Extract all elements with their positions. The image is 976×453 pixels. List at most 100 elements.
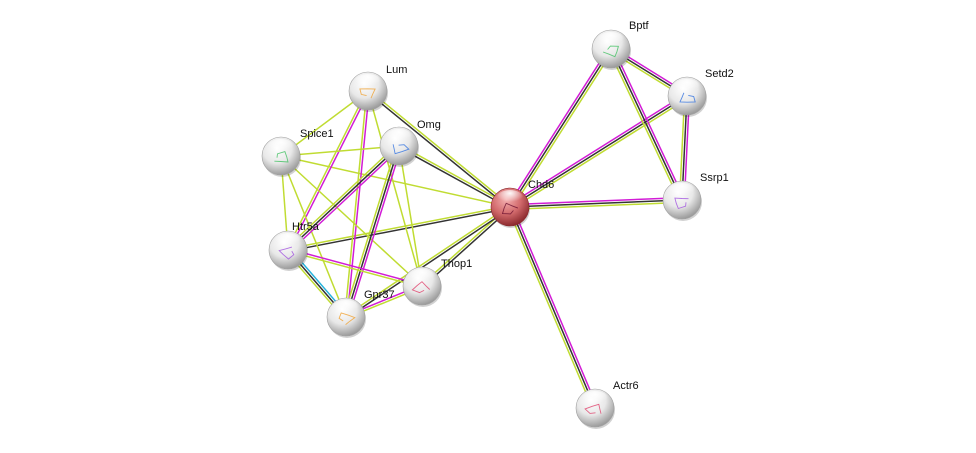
node-highlight: [385, 129, 413, 145]
edge-evidence-textmining: [280, 155, 347, 318]
edge-omg-htr5a[interactable]: [285, 143, 402, 253]
edge-spice1-gpr37[interactable]: [280, 155, 347, 318]
edge-evidence-textmining: [511, 49, 614, 209]
edge-evidence-textmining: [367, 90, 423, 287]
edge-evidence-coexpression: [509, 48, 612, 208]
node-label: Htr5a: [292, 221, 320, 233]
protein-structure-icon: [392, 144, 410, 155]
node-highlight: [673, 79, 701, 95]
edge-evidence-textmining: [280, 155, 423, 287]
edge-omg-thop1[interactable]: [398, 145, 423, 287]
edge-chd6-lum[interactable]: [366, 89, 512, 209]
edge-evidence-textmining: [368, 89, 512, 207]
node-label: Thop1: [441, 258, 472, 270]
edge-evidence-textmining: [344, 90, 368, 317]
protein-structure-icon: [501, 202, 519, 215]
edge-chd6-ssrp1[interactable]: [509, 196, 683, 211]
edge-evidence-textmining: [286, 90, 368, 250]
edge-evidence-experiments: [288, 248, 423, 286]
node-omg[interactable]: Omg: [379, 119, 441, 167]
protein-structure-icon: [411, 281, 431, 294]
edge-chd6-gpr37[interactable]: [344, 205, 512, 319]
node-setd2[interactable]: Setd2: [667, 68, 734, 117]
edge-evidence-textmining: [285, 143, 398, 249]
edge-evidence-textmining: [344, 205, 510, 317]
edge-evidence-experiments: [612, 47, 685, 200]
node-label: Chd6: [528, 179, 554, 191]
edge-evidence-experiments: [288, 91, 370, 251]
edge-evidence-textmining: [608, 49, 681, 202]
protein-structure-icon: [679, 92, 696, 103]
node-highlight: [597, 32, 625, 48]
node-actr6[interactable]: Actr6: [575, 380, 639, 429]
node-label: Setd2: [705, 68, 734, 80]
edge-evidence-experiments: [346, 91, 370, 318]
node-htr5a[interactable]: Htr5a: [268, 221, 320, 271]
node-highlight: [267, 139, 295, 155]
edge-htr5a-thop1[interactable]: [287, 248, 423, 288]
edge-evidence-coexpression: [422, 207, 512, 288]
edge-evidence-experiments: [507, 47, 610, 207]
edge-evidence-coexpression: [287, 145, 400, 251]
edge-evidence-coexpression: [288, 207, 511, 252]
node-chd6[interactable]: Chd6: [490, 179, 554, 228]
edge-evidence-experiments: [347, 146, 403, 318]
node-ssrp1[interactable]: Ssrp1: [662, 172, 729, 221]
node-bptf[interactable]: Bptf: [591, 20, 650, 70]
edge-evidence-coexpression: [366, 91, 510, 209]
edge-evidence-coexpression: [509, 206, 596, 409]
edge-lum-htr5a[interactable]: [286, 90, 370, 251]
node-spice1[interactable]: Spice1: [261, 128, 334, 177]
edge-bptf-ssrp1[interactable]: [608, 47, 685, 202]
edges-layer: [280, 46, 691, 410]
edge-chd6-spice1[interactable]: [280, 155, 511, 208]
edge-evidence-experiments: [289, 147, 402, 253]
edge-omg-gpr37[interactable]: [342, 145, 403, 318]
edge-evidence-textmining: [280, 155, 511, 208]
node-highlight: [332, 300, 360, 316]
edge-spice1-thop1[interactable]: [280, 155, 423, 287]
edge-evidence-textmining: [287, 250, 422, 288]
node-label: Ssrp1: [700, 172, 729, 184]
edge-evidence-experiments: [508, 93, 687, 206]
edge-chd6-htr5a[interactable]: [287, 205, 511, 252]
edge-evidence-coexpression: [346, 207, 512, 319]
edge-evidence-coexpression: [509, 95, 688, 208]
edge-evidence-coexpression: [398, 146, 510, 209]
node-highlight: [354, 74, 382, 90]
edge-evidence-textmining: [510, 201, 683, 211]
edge-chd6-bptf[interactable]: [507, 47, 614, 209]
edge-evidence-textmining: [399, 144, 511, 207]
node-highlight: [581, 391, 609, 407]
edge-evidence-textmining: [398, 145, 423, 287]
node-highlight: [668, 183, 696, 199]
node-label: Bptf: [629, 20, 650, 32]
node-label: Lum: [386, 64, 407, 76]
edge-chd6-setd2[interactable]: [508, 93, 689, 210]
edge-evidence-coexpression: [509, 199, 683, 208]
edge-chd6-actr6[interactable]: [507, 205, 598, 410]
edge-evidence-coexpression: [610, 48, 683, 201]
node-label: Omg: [417, 119, 441, 131]
edge-spice1-omg[interactable]: [280, 145, 400, 157]
node-lum[interactable]: Lum: [348, 64, 407, 112]
node-highlight: [496, 190, 524, 206]
edge-evidence-textmining: [280, 145, 400, 157]
edge-lum-gpr37[interactable]: [344, 90, 370, 318]
node-gpr37[interactable]: Gpr37: [326, 289, 395, 338]
edge-lum-thop1[interactable]: [367, 90, 423, 287]
edge-evidence-textmining: [507, 207, 594, 410]
edge-chd6-omg[interactable]: [398, 144, 511, 209]
node-thop1[interactable]: Thop1: [402, 258, 472, 307]
node-highlight: [274, 233, 302, 249]
node-label: Gpr37: [364, 289, 395, 301]
node-highlight: [408, 269, 436, 285]
edge-evidence-textmining: [342, 145, 398, 317]
node-label: Actr6: [613, 380, 639, 392]
edge-evidence-coexpression: [345, 145, 400, 318]
edge-evidence-textmining: [287, 205, 510, 250]
edge-evidence-experiments: [511, 205, 598, 408]
node-label: Spice1: [300, 128, 334, 140]
